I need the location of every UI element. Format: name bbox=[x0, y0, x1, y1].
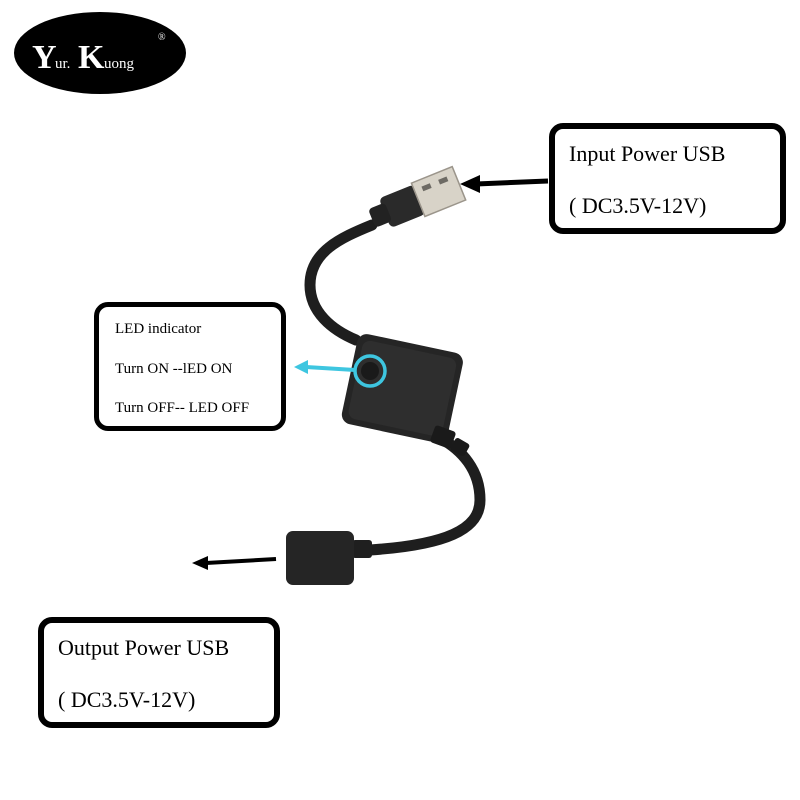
brand-logo: Y ur. K uong ® bbox=[14, 12, 186, 94]
logo-letter-k: K bbox=[78, 39, 105, 76]
input-power-spec: ( DC3.5V-12V) bbox=[569, 193, 707, 218]
led-pointer-arrowhead bbox=[294, 360, 308, 374]
led-off-text: Turn OFF-- LED OFF bbox=[115, 400, 250, 416]
upper-cable bbox=[304, 219, 378, 346]
led-indicator-heading: LED indicator bbox=[115, 321, 202, 337]
registered-mark: ® bbox=[158, 32, 166, 43]
led-highlight-ring bbox=[353, 354, 387, 388]
led-button bbox=[361, 362, 379, 380]
usb-female-socket bbox=[286, 531, 372, 585]
input-power-callout: Input Power USB ( DC3.5V-12V) bbox=[549, 123, 786, 234]
strain-relief-lower bbox=[430, 425, 470, 456]
led-on-text: Turn ON --lED ON bbox=[115, 361, 233, 377]
logo-text-ur: ur. bbox=[55, 56, 70, 72]
logo-letter-y: Y bbox=[32, 39, 57, 76]
led-indicator-callout: LED indicator Turn ON --lED ON Turn OFF-… bbox=[94, 302, 286, 431]
logo-text-uong: uong bbox=[104, 56, 135, 72]
input-arrowhead bbox=[460, 175, 480, 193]
output-power-callout: Output Power USB ( DC3.5V-12V) bbox=[38, 617, 280, 728]
usb-a-male-plug bbox=[369, 165, 467, 227]
output-arrowhead bbox=[192, 556, 208, 570]
output-power-spec: ( DC3.5V-12V) bbox=[58, 687, 196, 712]
switch-box bbox=[341, 334, 463, 443]
output-power-title: Output Power USB bbox=[58, 635, 230, 660]
input-power-title: Input Power USB bbox=[569, 141, 726, 166]
